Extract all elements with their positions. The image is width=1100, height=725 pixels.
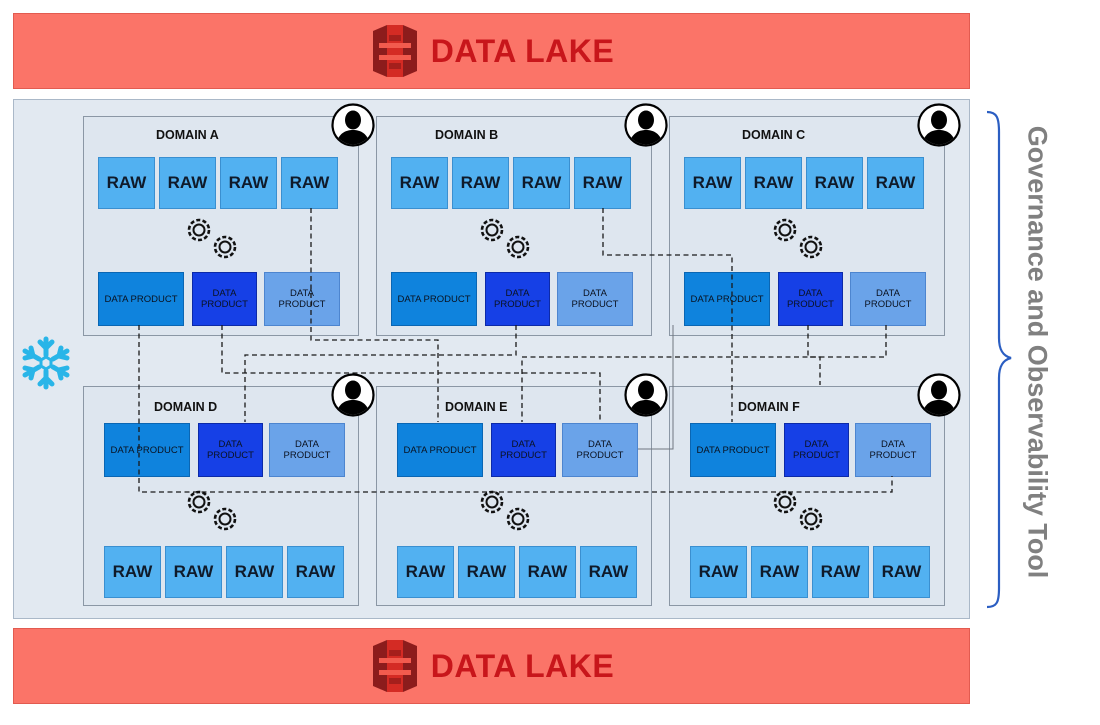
raw-table: RAW	[519, 546, 576, 598]
raw-table: RAW	[220, 157, 277, 209]
data-product: DATA PRODUCT	[684, 272, 770, 326]
connector	[244, 325, 517, 422]
raw-table: RAW	[98, 157, 155, 209]
data-product: DATA PRODUCT	[104, 423, 190, 477]
domain-a: DOMAIN A RAW RAW RAW RAW DATA PRODUCT DA…	[83, 116, 359, 336]
snowflake-icon	[22, 336, 70, 390]
data-product: DATA PRODUCT	[192, 272, 257, 326]
raw-table: RAW	[806, 157, 863, 209]
raw-table: RAW	[867, 157, 924, 209]
domain-c: DOMAIN C RAW RAW RAW RAW DATA PRODUCT DA…	[669, 116, 945, 336]
data-product: DATA PRODUCT	[264, 272, 340, 326]
raw-table: RAW	[574, 157, 631, 209]
raw-table: RAW	[580, 546, 637, 598]
data-product: DATA PRODUCT	[850, 272, 926, 326]
governance-label: Governance and Observability Tool	[1022, 125, 1053, 579]
domain-label: DOMAIN D	[154, 400, 218, 414]
raw-table: RAW	[690, 546, 747, 598]
data-product: DATA PRODUCT	[562, 423, 638, 477]
domain-label: DOMAIN E	[445, 400, 508, 414]
gears-icon	[187, 218, 237, 259]
user-avatar-icon	[331, 103, 375, 147]
user-avatar-icon	[331, 373, 375, 417]
raw-table: RAW	[281, 157, 338, 209]
s3-bucket-icon	[372, 25, 417, 77]
raw-table: RAW	[751, 546, 808, 598]
data-product: DATA PRODUCT	[778, 272, 843, 326]
gears-icon	[480, 490, 530, 531]
data-product: DATA PRODUCT	[98, 272, 184, 326]
connector	[221, 325, 601, 422]
domain-label: DOMAIN A	[156, 128, 219, 142]
raw-table: RAW	[391, 157, 448, 209]
raw-table: RAW	[873, 546, 930, 598]
domain-d: DOMAIN D DATA PRODUCT DATA PRODUCT DATA …	[83, 386, 359, 606]
governance-brace	[986, 110, 1012, 609]
data-lake-title: DATA LAKE	[430, 32, 615, 69]
raw-table: RAW	[812, 546, 869, 598]
connector	[807, 325, 821, 385]
raw-table: RAW	[226, 546, 283, 598]
domain-b: DOMAIN B RAW RAW RAW RAW DATA PRODUCT DA…	[376, 116, 652, 336]
raw-table: RAW	[458, 546, 515, 598]
data-lake-title: DATA LAKE	[430, 647, 615, 684]
gears-icon	[773, 218, 823, 259]
domain-label: DOMAIN B	[435, 128, 499, 142]
connector	[602, 208, 733, 422]
user-avatar-icon	[624, 373, 668, 417]
gears-icon	[773, 490, 823, 531]
data-product: DATA PRODUCT	[491, 423, 556, 477]
data-product: DATA PRODUCT	[855, 423, 931, 477]
gears-icon	[480, 218, 530, 259]
data-product: DATA PRODUCT	[557, 272, 633, 326]
raw-table: RAW	[452, 157, 509, 209]
connector-solid	[638, 325, 674, 450]
data-product: DATA PRODUCT	[485, 272, 550, 326]
raw-table: RAW	[745, 157, 802, 209]
raw-table: RAW	[159, 157, 216, 209]
user-avatar-icon	[624, 103, 668, 147]
data-product: DATA PRODUCT	[391, 272, 477, 326]
data-lake-top: DATA LAKE	[13, 13, 970, 89]
connector	[310, 208, 439, 422]
s3-bucket-icon	[372, 640, 417, 692]
data-product: DATA PRODUCT	[269, 423, 345, 477]
domain-e: DOMAIN E DATA PRODUCT DATA PRODUCT DATA …	[376, 386, 652, 606]
raw-table: RAW	[165, 546, 222, 598]
data-product: DATA PRODUCT	[784, 423, 849, 477]
raw-table: RAW	[287, 546, 344, 598]
data-product: DATA PRODUCT	[690, 423, 776, 477]
raw-table: RAW	[104, 546, 161, 598]
domain-f: DOMAIN F DATA PRODUCT DATA PRODUCT DATA …	[669, 386, 945, 606]
domain-label: DOMAIN F	[738, 400, 800, 414]
raw-table: RAW	[513, 157, 570, 209]
user-avatar-icon	[917, 103, 961, 147]
raw-table: RAW	[397, 546, 454, 598]
gears-icon	[187, 490, 237, 531]
data-lake-bottom: DATA LAKE	[13, 628, 970, 704]
raw-table: RAW	[684, 157, 741, 209]
connector	[138, 325, 893, 493]
data-product: DATA PRODUCT	[198, 423, 263, 477]
connector	[521, 325, 887, 422]
user-avatar-icon	[917, 373, 961, 417]
data-product: DATA PRODUCT	[397, 423, 483, 477]
domain-label: DOMAIN C	[742, 128, 806, 142]
